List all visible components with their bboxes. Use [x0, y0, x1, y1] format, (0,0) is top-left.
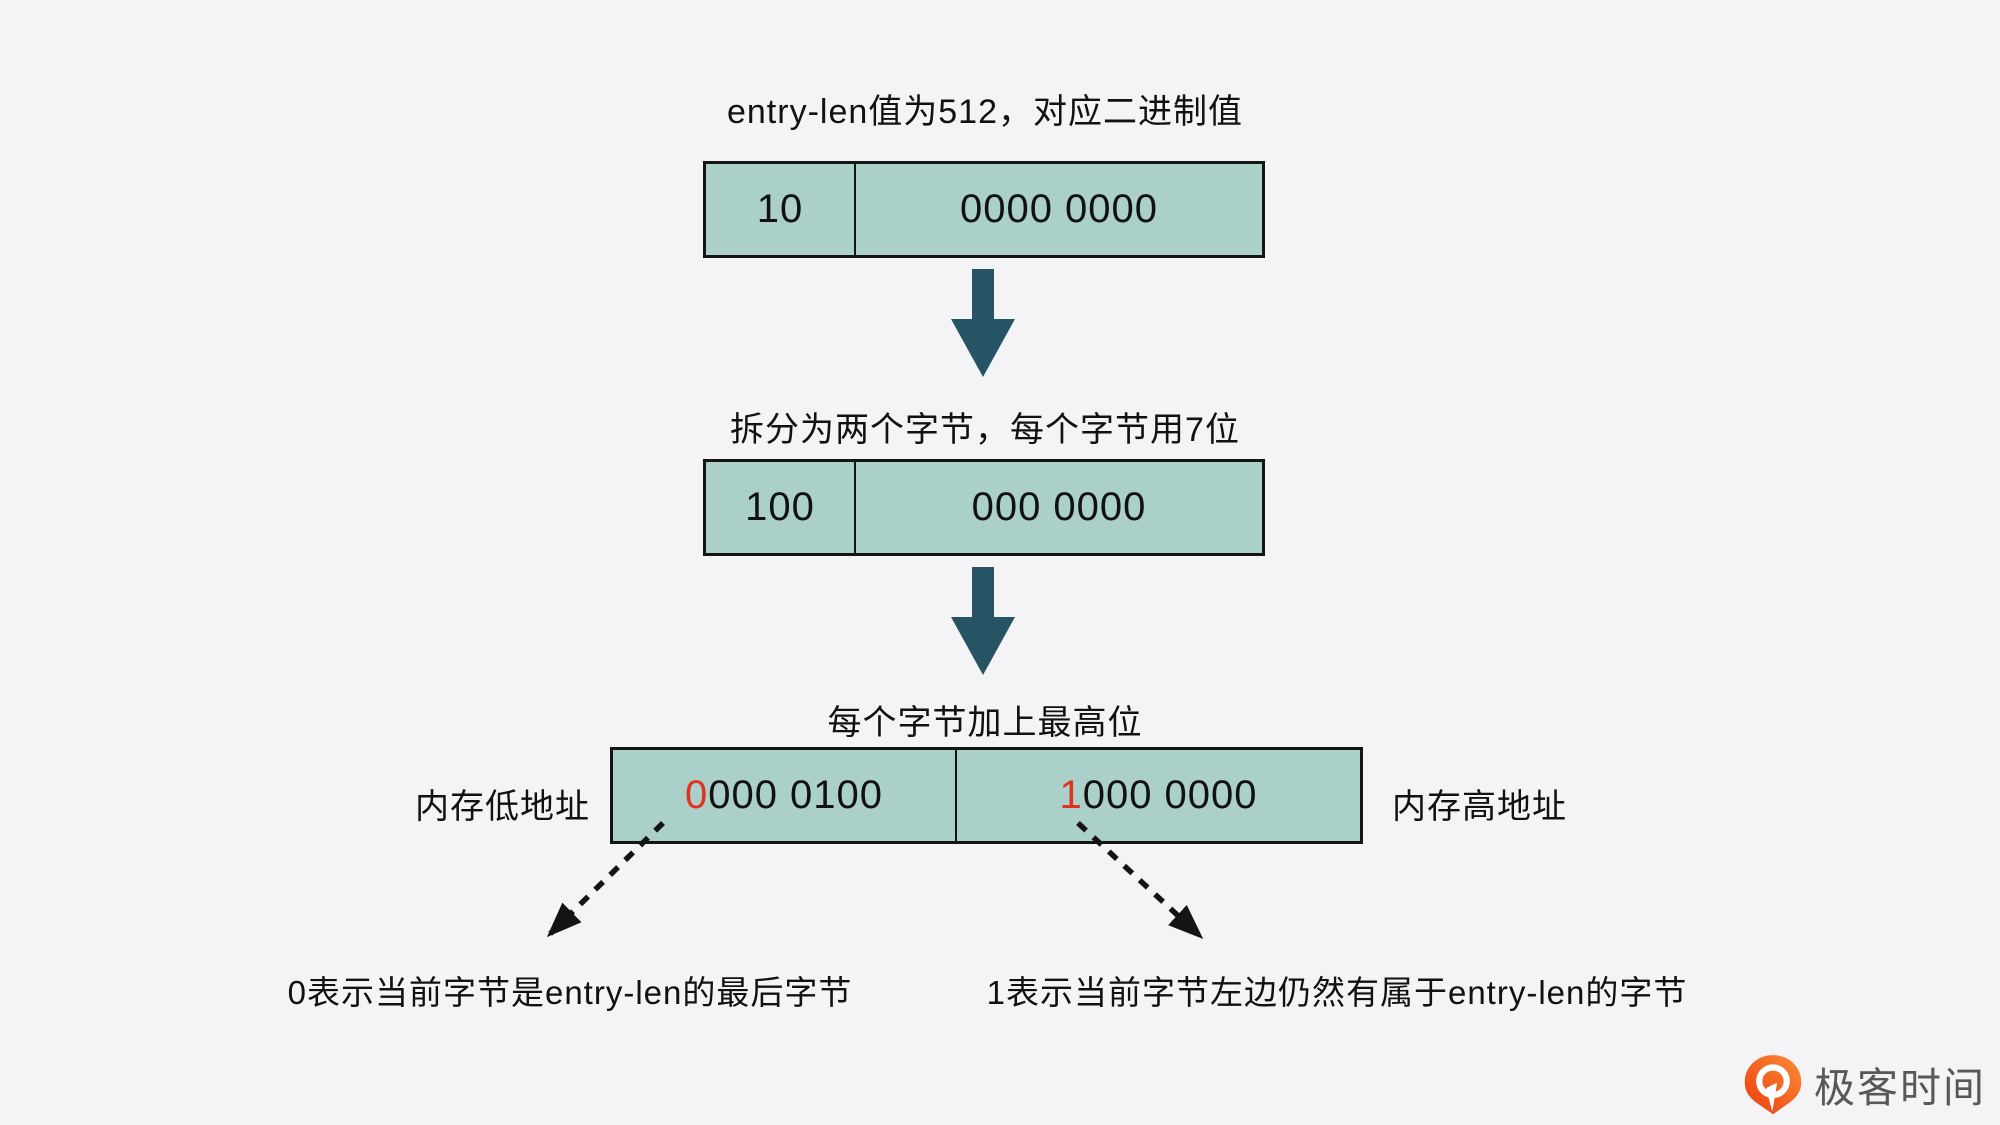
- step2-title: 拆分为两个字节，每个字节用7位: [730, 411, 1240, 449]
- step3-right-bits: 000 0000: [1082, 773, 1258, 817]
- step2-cell-low-bits: 000 0000: [854, 462, 1262, 553]
- caption-last-byte: 0表示当前字节是entry-len的最后字节: [287, 974, 853, 1011]
- memory-low-address-label: 内存低地址: [415, 788, 590, 826]
- step3-title: 每个字节加上最高位: [827, 704, 1143, 742]
- step1-title: entry-len值为512，对应二进制值: [726, 93, 1243, 131]
- geektime-logo: 极客时间: [1742, 1052, 1986, 1116]
- step2-cell-high-bits: 100: [745, 485, 815, 529]
- caption-continuation-byte: 1表示当前字节左边仍然有属于entry-len的字节: [986, 974, 1688, 1011]
- step3-left-bits: 000 0100: [708, 773, 884, 817]
- continuation-bit-one: 1: [1059, 773, 1083, 817]
- step2-binary-box: 100 000 0000: [703, 459, 1265, 556]
- down-arrow-icon: [951, 269, 1015, 377]
- step1-cell-high-bits: 10: [756, 187, 804, 231]
- step1-cell-low-bits: 0000 0000: [854, 164, 1262, 255]
- geektime-logo-text: 极客时间: [1814, 1065, 1986, 1111]
- step1-binary-box: 10 0000 0000: [703, 161, 1265, 258]
- memory-high-address-label: 内存高地址: [1392, 788, 1567, 826]
- geektime-logo-icon: [1744, 1055, 1802, 1115]
- down-arrow-icon: [951, 567, 1015, 675]
- continuation-bit-zero: 0: [684, 773, 709, 817]
